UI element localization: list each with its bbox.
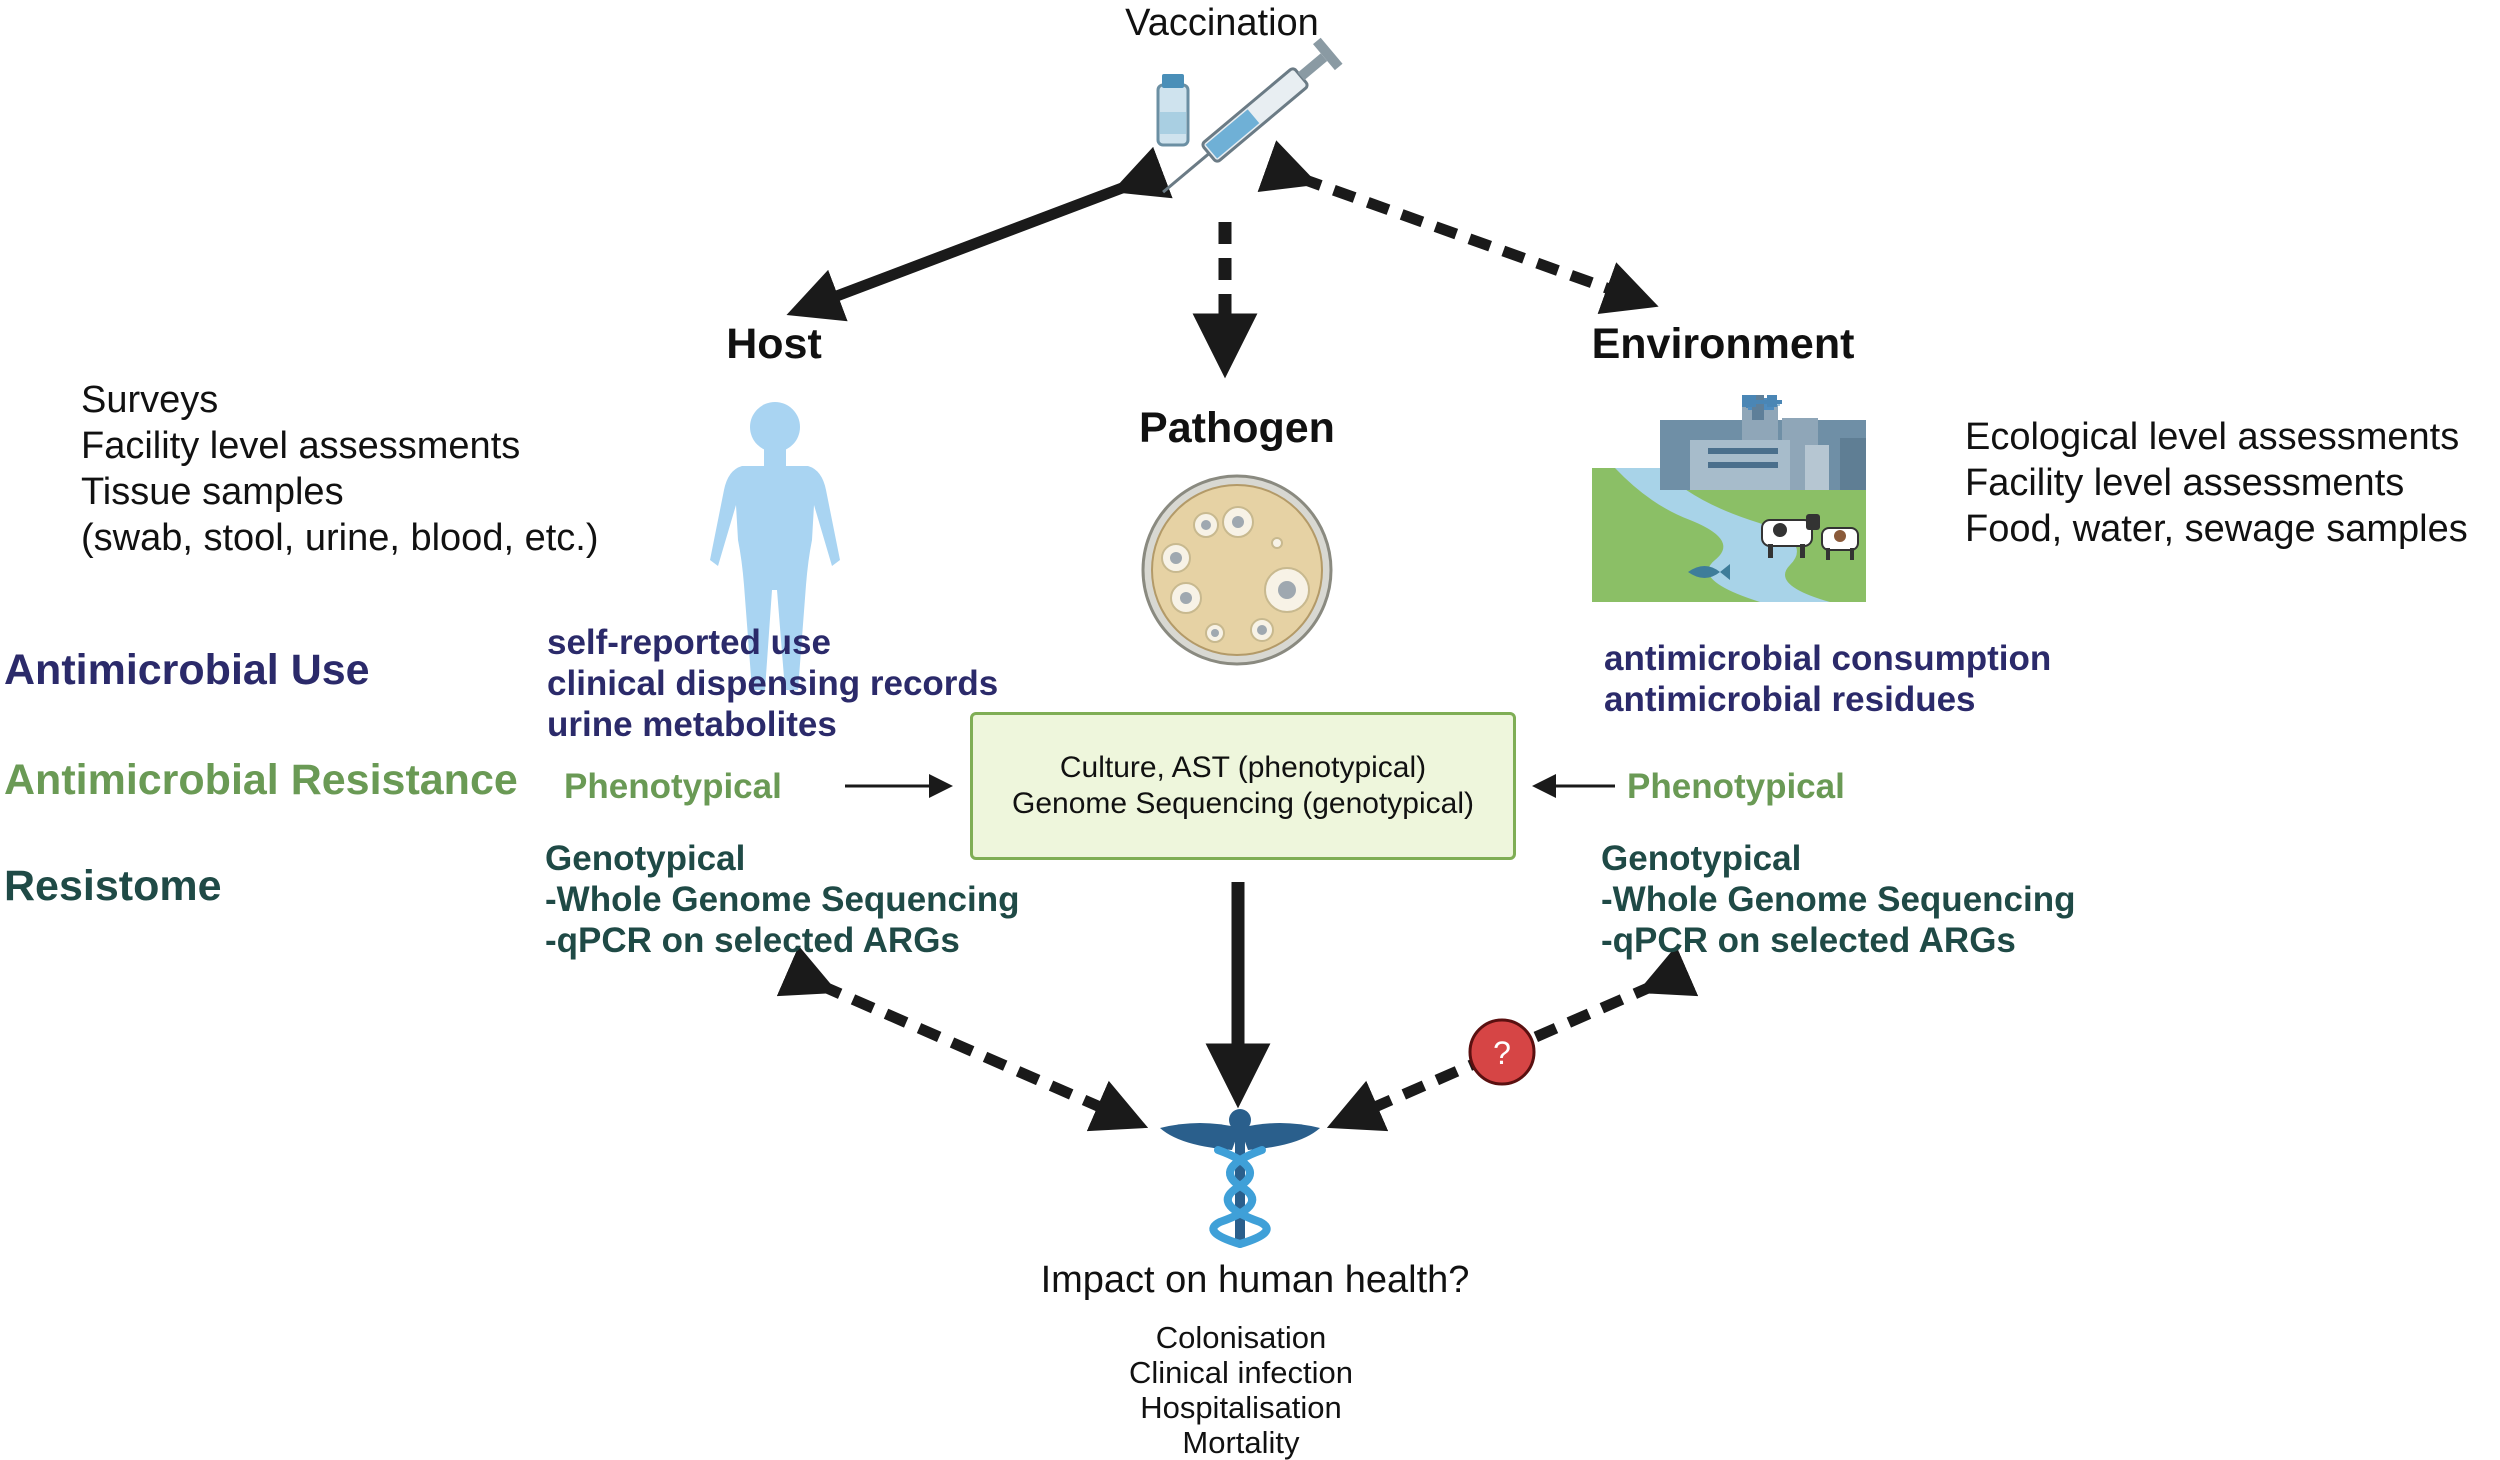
- outcome-item: Clinical infection: [1129, 1355, 1353, 1390]
- arrow-vaccination-environment: [1257, 140, 1659, 314]
- outcome-item: Hospitalisation: [1140, 1390, 1342, 1425]
- host-resistome-item: -qPCR on selected ARGs: [545, 921, 960, 960]
- outcome-title: Impact on human health?: [1040, 1259, 1470, 1301]
- env-method-item: Food, water, sewage samples: [1965, 508, 2468, 550]
- host-resistome-item: Genotypical: [545, 839, 746, 878]
- human-body-icon: [710, 402, 840, 690]
- vaccine-syringe-icon: [1156, 37, 1343, 194]
- petri-dish-icon: [1141, 474, 1333, 666]
- env-amu-list: antimicrobial consumption antimicrobial …: [1604, 638, 2051, 720]
- env-resistome-item: -Whole Genome Sequencing: [1601, 880, 2076, 919]
- cow-icon: [1761, 514, 1859, 560]
- env-amu-item: antimicrobial residues: [1604, 680, 1976, 719]
- env-amu-item: antimicrobial consumption: [1604, 639, 2052, 678]
- env-method-item: Ecological level assessments: [1965, 416, 2460, 458]
- row-label-amu: Antimicrobial Use: [4, 646, 370, 694]
- env-resistome-item: Genotypical: [1601, 839, 1802, 878]
- pathogen-method-item: Culture, AST (phenotypical): [1059, 751, 1427, 784]
- arrow-vaccination-host: [786, 146, 1173, 322]
- arrow-host-health: [776, 945, 1149, 1132]
- row-label-amr: Antimicrobial Resistance: [4, 756, 518, 804]
- env-resistome-item: -qPCR on selected ARGs: [1601, 921, 2016, 960]
- row-label-resistome: Resistome: [4, 862, 222, 910]
- question-badge: ?: [1468, 1018, 1536, 1086]
- outcome-item: Colonisation: [1155, 1320, 1327, 1355]
- pathogen-method-item: Genome Sequencing (genotypical): [1012, 787, 1474, 820]
- host-method-item: Facility level assessments: [81, 425, 521, 467]
- env-method-item: Facility level assessments: [1965, 462, 2405, 504]
- fish-icon: [1688, 564, 1730, 580]
- host-title: Host: [726, 320, 822, 368]
- pathogen-title: Pathogen: [1139, 404, 1335, 452]
- host-amu-item: clinical dispensing records: [547, 664, 999, 703]
- host-amu-item: self-reported use: [547, 623, 831, 662]
- env-amr-label: Phenotypical: [1627, 767, 1845, 806]
- host-resistome-list: Genotypical -Whole Genome Sequencing -qP…: [545, 838, 1019, 961]
- factory-landscape-icon: [1592, 395, 1866, 602]
- host-method-item: Surveys: [81, 379, 219, 421]
- caduceus-icon: [1160, 1109, 1320, 1248]
- svg-text:?: ?: [1493, 1035, 1511, 1071]
- host-method-item: Tissue samples: [81, 471, 344, 513]
- outcome-list: Colonisation Clinical infection Hospital…: [1129, 1320, 1353, 1460]
- env-methods: Ecological level assessments Facility le…: [1965, 414, 2468, 552]
- vaccination-label: Vaccination: [1125, 2, 1319, 44]
- host-amu-list: self-reported use clinical dispensing re…: [547, 622, 998, 745]
- pathogen-methods-box: Culture, AST (phenotypical) Genome Seque…: [970, 712, 1516, 860]
- host-methods: Surveys Facility level assessments Tissu…: [81, 377, 598, 561]
- host-amr-label: Phenotypical: [564, 767, 782, 806]
- host-method-item: (swab, stool, urine, blood, etc.): [81, 517, 599, 559]
- environment-title: Environment: [1591, 320, 1855, 368]
- host-amu-item: urine metabolites: [547, 705, 837, 744]
- host-resistome-item: -Whole Genome Sequencing: [545, 880, 1020, 919]
- outcome-item: Mortality: [1182, 1425, 1300, 1460]
- arrow-environment-health: [1326, 945, 1699, 1132]
- env-resistome-list: Genotypical -Whole Genome Sequencing -qP…: [1601, 838, 2075, 961]
